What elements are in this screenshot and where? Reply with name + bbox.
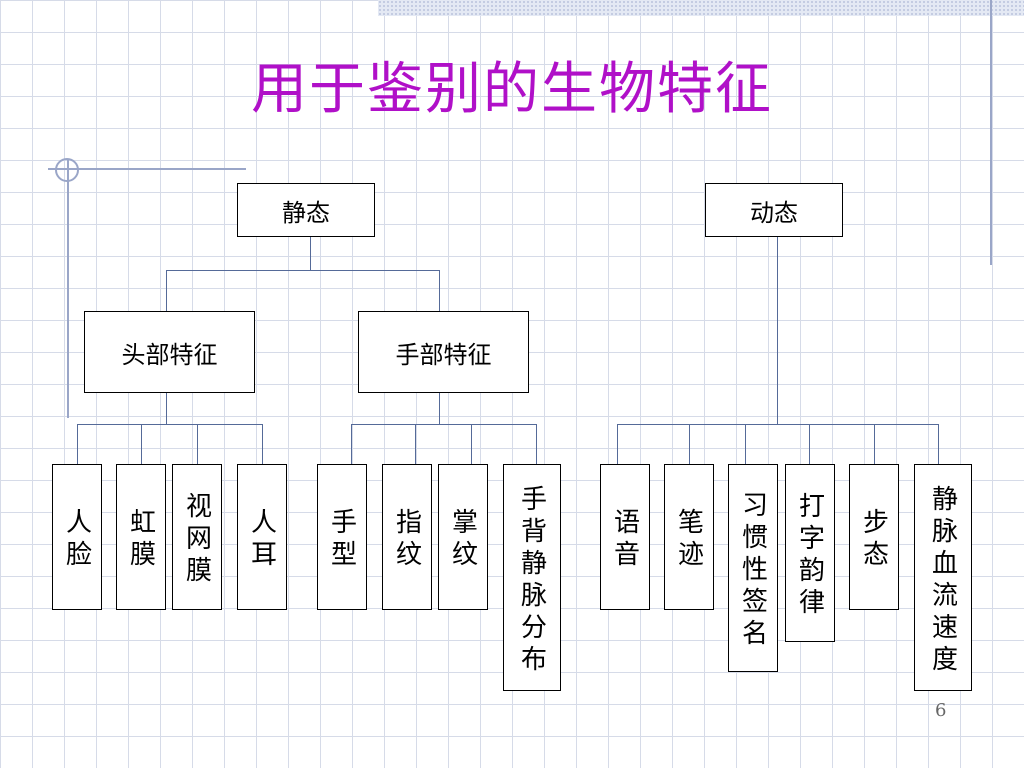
connector bbox=[439, 270, 440, 312]
node-static: 静态 bbox=[237, 183, 375, 237]
slide-title: 用于鉴别的生物特征 bbox=[251, 57, 773, 122]
node-fingerprint: 指纹 bbox=[382, 464, 432, 610]
deco-vertical-line-right bbox=[990, 0, 992, 265]
node-dynamic: 动态 bbox=[705, 183, 843, 237]
deco-horizontal-line bbox=[48, 168, 246, 170]
connector bbox=[197, 424, 198, 465]
node-hand-features: 手部特征 bbox=[358, 311, 529, 393]
connector bbox=[745, 424, 746, 465]
node-typing-rhythm: 打字韵律 bbox=[785, 464, 835, 642]
connector bbox=[77, 424, 78, 465]
node-retina: 视网膜 bbox=[172, 464, 222, 610]
connector bbox=[874, 424, 875, 465]
connector bbox=[471, 424, 472, 465]
connector bbox=[351, 424, 537, 425]
connector bbox=[617, 424, 618, 465]
node-head-features: 头部特征 bbox=[84, 311, 255, 393]
connector bbox=[938, 424, 939, 465]
node-iris: 虹膜 bbox=[116, 464, 166, 610]
node-signature: 习惯性签名 bbox=[728, 464, 778, 672]
connector bbox=[262, 424, 263, 465]
node-handwriting: 笔迹 bbox=[664, 464, 714, 610]
node-hand-vein: 手背静脉分布 bbox=[503, 464, 561, 691]
connector bbox=[166, 392, 167, 425]
connector bbox=[689, 424, 690, 465]
connector bbox=[536, 424, 537, 465]
connector bbox=[77, 424, 263, 425]
connector bbox=[415, 424, 416, 465]
connector bbox=[310, 236, 311, 270]
node-palmprint: 掌纹 bbox=[438, 464, 488, 610]
node-hand-shape: 手型 bbox=[317, 464, 367, 610]
connector bbox=[617, 424, 939, 425]
node-blood-flow: 静脉血流速度 bbox=[914, 464, 972, 691]
page-number: 6 bbox=[935, 700, 947, 721]
connector bbox=[439, 392, 440, 425]
node-voice: 语音 bbox=[600, 464, 650, 610]
connector bbox=[777, 236, 778, 425]
node-face: 人脸 bbox=[52, 464, 102, 610]
connector bbox=[809, 424, 810, 465]
connector bbox=[166, 270, 167, 312]
node-gait: 步态 bbox=[849, 464, 899, 610]
connector bbox=[166, 270, 440, 271]
deco-vertical-line-left bbox=[67, 160, 69, 418]
top-pattern-band bbox=[378, 0, 1024, 16]
node-ear: 人耳 bbox=[237, 464, 287, 610]
connector bbox=[351, 424, 352, 465]
connector bbox=[141, 424, 142, 465]
deco-circle-icon bbox=[55, 158, 79, 182]
